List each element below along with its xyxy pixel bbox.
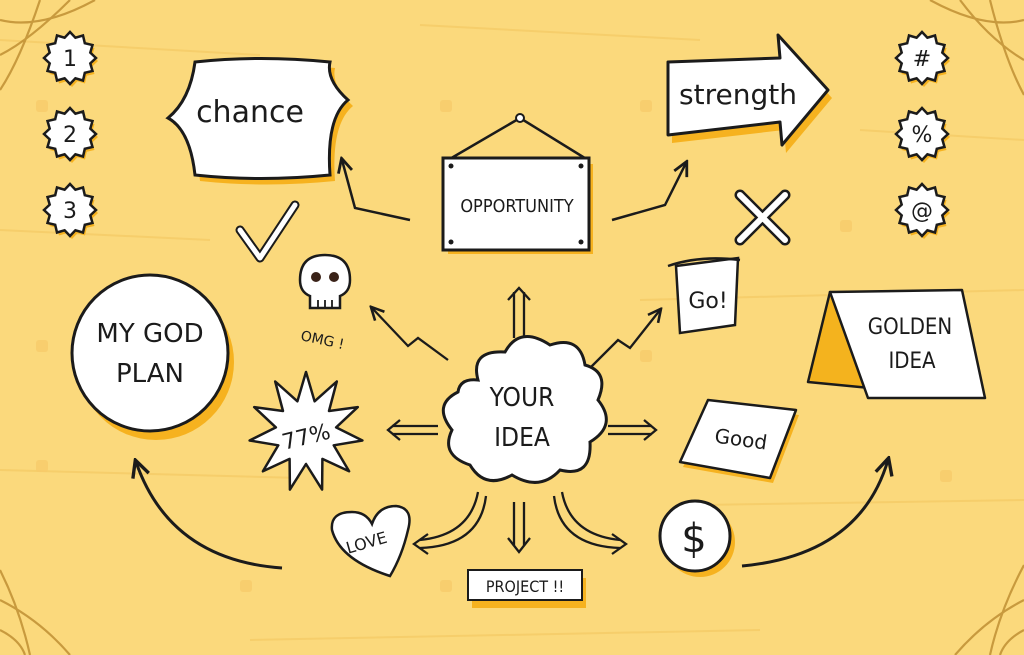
plan-label-line2: PLAN <box>116 359 184 389</box>
love-node: LOVE <box>330 504 411 578</box>
cross-icon <box>734 189 791 246</box>
golden-label-line2: IDEA <box>888 349 936 374</box>
symbol-badge: % <box>894 106 950 163</box>
number-stars: 1 2 3 <box>42 30 98 239</box>
center-arrows <box>372 286 660 555</box>
go-node: Go! <box>667 256 741 335</box>
checkmark-icon <box>235 200 300 263</box>
number-badge: 1 <box>42 30 98 87</box>
omg-label: OMG ! <box>299 328 345 353</box>
project-node: PROJECT !! <box>467 569 586 608</box>
number-label: 1 <box>63 47 77 72</box>
symbol-label: @ <box>911 199 933 224</box>
good-node: Good <box>678 398 799 483</box>
symbol-stars: #% @ <box>894 30 950 239</box>
chance-label: chance <box>196 95 304 130</box>
dollar-label: $ <box>681 516 706 562</box>
center-label-line2: IDEA <box>494 423 550 453</box>
burst-node: 77% <box>248 370 364 491</box>
strength-node: strength <box>666 33 832 153</box>
number-label: 2 <box>63 123 77 148</box>
number-badge: 2 <box>42 106 98 163</box>
symbol-badge: @ <box>894 182 950 239</box>
symbol-label: % <box>912 123 933 148</box>
chance-node: chance <box>165 57 353 185</box>
go-label: Go! <box>688 289 727 314</box>
bottom-curved-arrows <box>136 460 888 570</box>
golden-idea-node: GOLDEN IDEA <box>806 288 987 400</box>
opportunity-arrows <box>342 160 686 222</box>
golden-label-line1: GOLDEN <box>868 315 953 340</box>
skull-icon <box>298 253 352 310</box>
symbol-label: # <box>913 47 931 72</box>
opportunity-label: OPPORTUNITY <box>460 196 573 217</box>
symbol-badge: # <box>894 30 950 87</box>
strength-label: strength <box>679 78 797 111</box>
center-idea-node: YOUR IDEA <box>441 335 608 484</box>
project-label: PROJECT !! <box>486 577 564 596</box>
center-label-line1: YOUR <box>489 383 555 413</box>
opportunity-node: OPPORTUNITY <box>441 113 593 254</box>
plan-node: MY GOD PLAN <box>70 273 234 440</box>
watermark-icon <box>36 100 952 592</box>
dollar-node: $ <box>658 499 735 577</box>
number-badge: 3 <box>42 182 98 239</box>
number-label: 3 <box>63 199 77 224</box>
plan-label-line1: MY GOD <box>96 319 203 349</box>
